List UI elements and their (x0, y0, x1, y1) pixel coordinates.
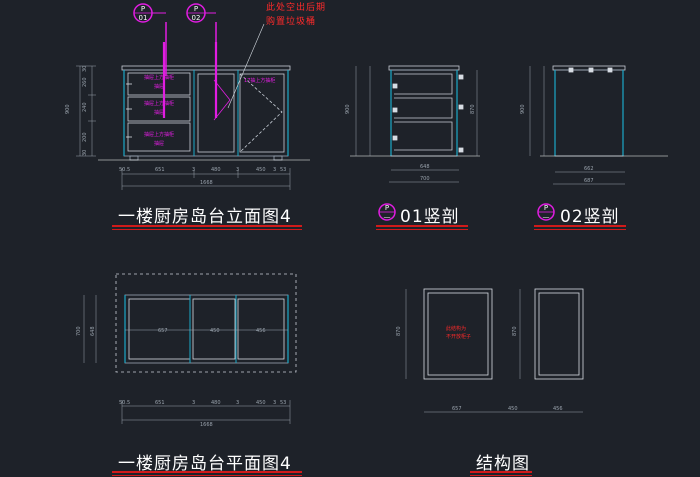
title-marker-02-top: P (544, 204, 548, 212)
sec1-total-dim: 700 (420, 176, 430, 182)
elev-bottom-dim-0: 50.5 (119, 167, 130, 173)
plan-cell-dim-0: 657 (158, 328, 168, 334)
plan-cell-dim-1: 450 (210, 328, 220, 334)
plan-bottom-dim-1: 651 (155, 400, 165, 406)
plan-bottom-dim-2: 3 (192, 400, 195, 406)
elev-bottom-dim-4: 3 (236, 167, 239, 173)
struct-left-dim: 870 (396, 326, 402, 336)
title-marker-01-bottom: — (384, 213, 391, 221)
sec2-left-dim: 900 (520, 104, 526, 114)
plan-view (83, 273, 297, 424)
elev-bottom-dim-5: 450 (256, 167, 266, 173)
marker-01-top-text: P (141, 5, 145, 13)
section-01-title-underline (376, 225, 468, 227)
plan-title-underline (112, 471, 302, 473)
elev-part-dim-4: 30 (82, 150, 88, 156)
section-marker-01[interactable]: P 01 (133, 3, 166, 23)
section-02-title-underline (534, 225, 626, 227)
sec1-left-dim: 900 (345, 104, 351, 114)
structure-title-underline (470, 471, 532, 473)
sec1-side-dim: 870 (470, 104, 476, 114)
elevation-title-underline (112, 225, 302, 227)
door-note: 17抽上方抽柜 (244, 77, 275, 84)
elev-part-dim-1: 260 (82, 77, 88, 87)
struct-bottom-dim-1: 450 (508, 406, 518, 412)
elev-bottom-dim-3: 480 (211, 167, 221, 173)
elevation-title-underline2 (112, 229, 302, 230)
section-marker-02[interactable]: P 02 (186, 3, 216, 23)
space-note-line1: 此处空出后期 (266, 1, 326, 13)
elev-height-dim: 900 (65, 104, 71, 114)
plan-bottom-dim-3: 480 (211, 400, 221, 406)
plan-bottom-dim-4: 3 (236, 400, 239, 406)
elev-part-dim-3: 200 (82, 132, 88, 142)
title-marker-02-bottom: — (543, 213, 550, 221)
structure-view (405, 288, 584, 413)
drawer-note-1a: 抽屉上方抽柜 (144, 74, 174, 81)
elev-bottom-dim-1: 651 (155, 167, 165, 173)
plan-bottom-dim-7: 53 (280, 400, 286, 406)
marker-02-top-text: P (194, 5, 198, 13)
elev-part-dim-2: 240 (82, 102, 88, 112)
drawer-note-1b: 抽屉 (154, 83, 164, 90)
elev-total-dim: 1668 (200, 180, 213, 186)
elev-part-dim-0: 30 (82, 66, 88, 72)
elevation-title: 一楼厨房岛台立面图4 (118, 207, 292, 227)
plan-bottom-dim-0: 50.5 (119, 400, 130, 406)
plan-total-dim: 1668 (200, 422, 213, 428)
section-02-view (529, 65, 668, 185)
section-01-title-underline2 (376, 229, 468, 230)
struct-bottom-dim-2: 456 (553, 406, 563, 412)
plan-left-dim: 700 (76, 326, 82, 336)
title-marker-01-top: P (385, 204, 389, 212)
marker-02-bottom-text: 02 (192, 14, 201, 22)
plan-title-underline2 (112, 475, 302, 476)
plan-title: 一楼厨房岛台平面图4 (118, 454, 292, 474)
structure-title: 结构图 (476, 454, 530, 474)
elev-bottom-dim-7: 53 (280, 167, 286, 173)
structure-note-2: 不开放柜子 (446, 333, 471, 340)
section-01-view (350, 65, 480, 183)
sec2-bottom-dim: 662 (584, 166, 594, 172)
section-01-title: 01竖剖 (400, 207, 460, 227)
sec1-bottom-dim: 648 (420, 164, 430, 170)
drawer-note-2a: 抽屉上方抽柜 (144, 100, 174, 107)
structure-note-1: 此结构为 (446, 325, 466, 332)
drawer-note-2b: 抽屉 (154, 109, 164, 116)
section-02-title-underline2 (534, 229, 626, 230)
plan-cell-dim-2: 456 (256, 328, 266, 334)
struct-right-dim: 870 (512, 326, 518, 336)
section-02-title: 02竖剖 (560, 207, 620, 227)
space-note-line2: 购置垃圾桶 (266, 15, 316, 27)
sec2-total-dim: 687 (584, 178, 594, 184)
marker-01-bottom-text: 01 (139, 14, 148, 22)
plan-left2-dim: 648 (90, 326, 96, 336)
drawer-note-3b: 抽屉 (154, 140, 164, 147)
elevation-view (76, 22, 310, 190)
drawer-note-3a: 抽屉上方抽柜 (144, 131, 174, 138)
elev-bottom-dim-2: 3 (192, 167, 195, 173)
structure-title-underline2 (470, 475, 532, 476)
title-marker-01: P — (378, 203, 396, 221)
title-marker-02: P — (537, 203, 555, 221)
struct-bottom-dim-0: 657 (452, 406, 462, 412)
elev-bottom-dim-6: 3 (273, 167, 276, 173)
plan-bottom-dim-6: 3 (273, 400, 276, 406)
plan-bottom-dim-5: 450 (256, 400, 266, 406)
